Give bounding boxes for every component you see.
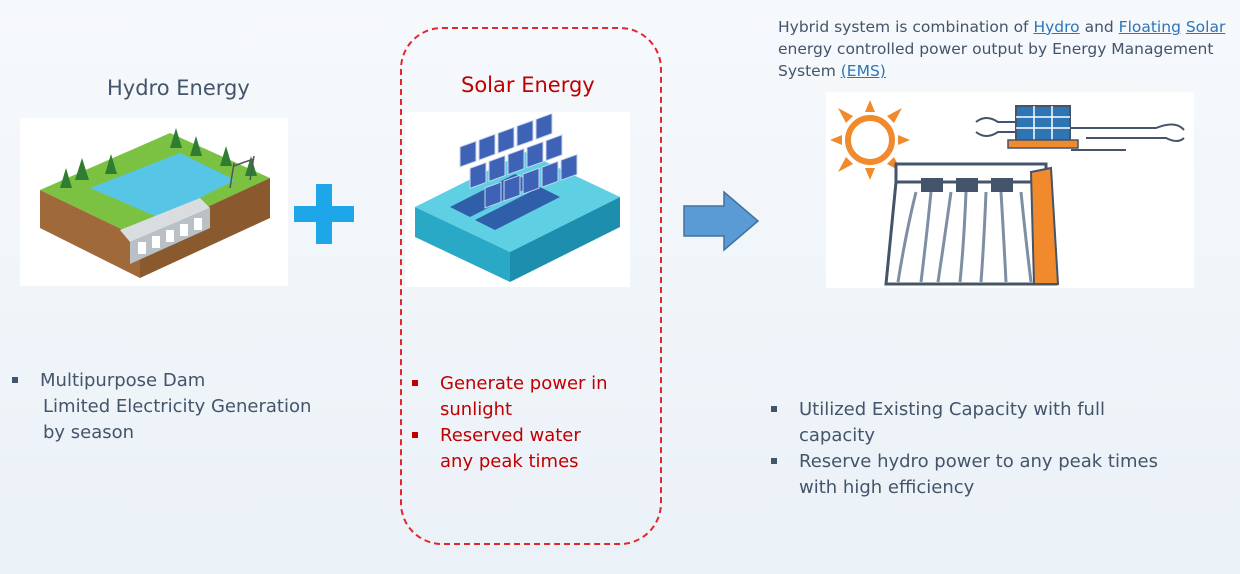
hybrid-bullets: Utilized Existing Capacity with full cap…	[769, 397, 1209, 501]
hybrid-desc-text-2: and	[1079, 18, 1119, 36]
hydro-bullet-text: Multipurpose Dam	[40, 370, 206, 391]
bullet-square-icon	[412, 432, 418, 438]
hydro-link[interactable]: Hydro	[1033, 18, 1080, 36]
hydro-bullet-continuation: by season	[43, 422, 135, 443]
hybrid-bullet-line: Utilized Existing Capacity with full	[799, 399, 1105, 420]
solar-dashed-highlight	[400, 27, 662, 545]
solar-bullet-line: any peak times	[440, 451, 579, 472]
hybrid-desc-text-1: Hybrid system is combination of	[778, 18, 1034, 36]
hybrid-bullet-line: capacity	[799, 425, 875, 446]
solar-link[interactable]: Solar	[1185, 18, 1226, 36]
solar-bullet-line: Reserved water	[440, 425, 581, 446]
list-item: Reserve hydro power to any peak times wi…	[769, 449, 1209, 501]
list-item: Multipurpose Dam	[10, 368, 370, 394]
hydro-bullet-continuation: Limited Electricity Generation	[43, 396, 312, 417]
solar-bullet-line: Generate power in	[440, 373, 608, 394]
solar-energy-title: Solar Energy	[461, 73, 595, 97]
plus-icon	[294, 182, 354, 246]
list-item: Generate power in sunlight	[410, 371, 650, 423]
hybrid-dam-solar-illustration	[826, 92, 1194, 288]
hybrid-bullet-line: with high efficiency	[799, 477, 975, 498]
hydro-dam-illustration	[20, 118, 288, 286]
list-item: Reserved water any peak times	[410, 423, 650, 475]
bullet-square-icon	[771, 458, 777, 464]
bullet-square-icon	[771, 406, 777, 412]
right-arrow-icon	[682, 190, 760, 252]
list-item: Utilized Existing Capacity with full cap…	[769, 397, 1209, 449]
hybrid-description: Hybrid system is combination of Hydro an…	[778, 16, 1228, 82]
hybrid-bullet-line: Reserve hydro power to any peak times	[799, 451, 1158, 472]
solar-bullets: Generate power in sunlight Reserved wate…	[410, 371, 650, 475]
ems-link[interactable]: (EMS)	[840, 62, 886, 80]
floating-solar-illustration	[405, 112, 630, 287]
floating-link[interactable]: Floating	[1118, 18, 1181, 36]
hydro-energy-title: Hydro Energy	[107, 76, 250, 100]
solar-bullet-line: sunlight	[440, 399, 513, 420]
bullet-square-icon	[412, 380, 418, 386]
bullet-square-icon	[12, 377, 18, 383]
hydro-bullets: Multipurpose Dam Limited Electricity Gen…	[10, 368, 370, 446]
hybrid-desc-text-3: energy controlled power output by Energy…	[778, 40, 1214, 80]
